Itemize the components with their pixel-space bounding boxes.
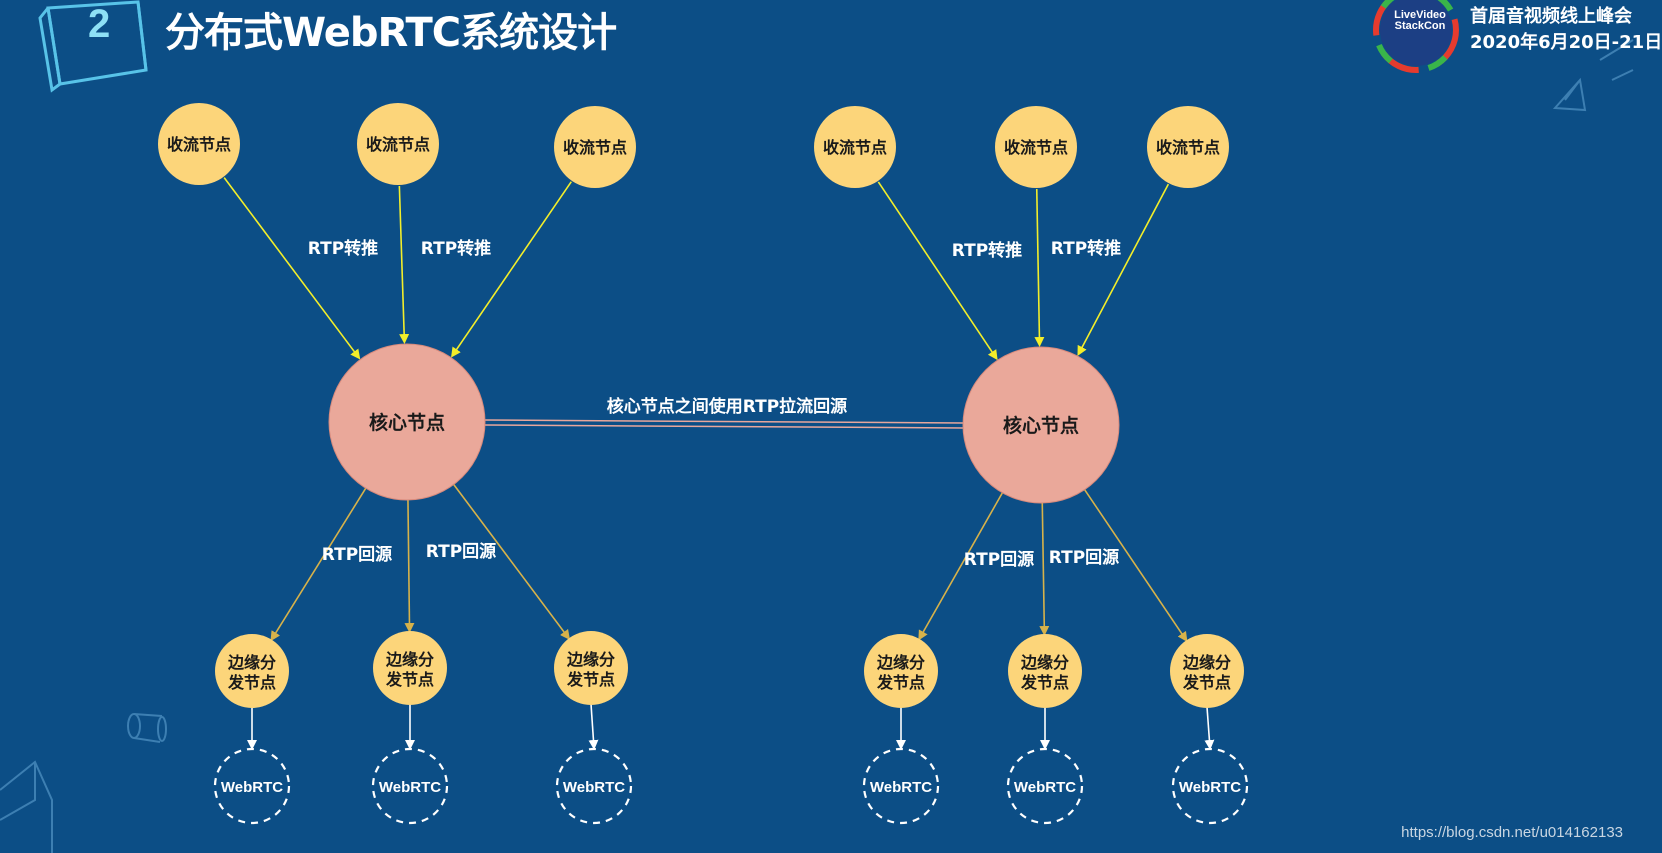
rtp-origin-label: RTP回源 bbox=[426, 541, 496, 562]
rtp-forward-label: RTP转推 bbox=[308, 238, 378, 259]
ingest-node-label: 收流节点 bbox=[1156, 138, 1220, 157]
webrtc-client-label: WebRTC bbox=[221, 779, 283, 796]
conference-logo-text: LiveVideo StackCon bbox=[1382, 10, 1458, 32]
ingest-node bbox=[995, 106, 1077, 188]
edge-node-label-line1: 边缘分 bbox=[566, 650, 615, 669]
edge-node bbox=[864, 634, 938, 708]
ingest-node-label: 收流节点 bbox=[563, 138, 627, 157]
conference-info: 首届音视频线上峰会 2020年6月20日-21日 bbox=[1470, 4, 1662, 56]
rtp-origin-arrow bbox=[270, 487, 367, 642]
core-link-line bbox=[483, 419, 965, 424]
edge-node-label-line2: 发节点 bbox=[385, 670, 434, 689]
number-badge-icon bbox=[38, 0, 148, 93]
rtp-forward-arrow bbox=[451, 181, 572, 358]
ingest-node-label: 收流节点 bbox=[1004, 138, 1068, 157]
webrtc-client-node bbox=[555, 747, 633, 825]
ingest-node bbox=[814, 106, 896, 188]
edge-node bbox=[1008, 634, 1082, 708]
webrtc-client-node bbox=[213, 747, 291, 825]
edge-node-label-line2: 发节点 bbox=[227, 673, 276, 692]
cylinder-outline-icon bbox=[127, 713, 167, 743]
ingest-node-label: 收流节点 bbox=[167, 135, 231, 154]
rtp-origin-arrow bbox=[453, 483, 571, 640]
rtp-origin-label: RTP回源 bbox=[964, 549, 1034, 570]
edge-node bbox=[373, 631, 447, 705]
conference-name: 首届音视频线上峰会 bbox=[1470, 6, 1632, 27]
slide-number: 2 bbox=[88, 2, 111, 46]
core-node-label: 核心节点 bbox=[369, 411, 445, 434]
rtp-forward-label: RTP转推 bbox=[952, 240, 1022, 261]
ingest-node-label: 收流节点 bbox=[823, 138, 887, 157]
logo-line-2: StackCon bbox=[1394, 20, 1446, 32]
edge-node-label-line1: 边缘分 bbox=[1182, 653, 1231, 672]
webrtc-client-node bbox=[862, 747, 940, 825]
rtp-forward-arrow bbox=[877, 181, 998, 361]
webrtc-client-node bbox=[371, 747, 449, 825]
core-node-label: 核心节点 bbox=[1003, 414, 1079, 437]
rtp-forward-arrow bbox=[1077, 183, 1170, 357]
webrtc-client-label: WebRTC bbox=[870, 779, 932, 796]
rtp-origin-label: RTP回源 bbox=[322, 544, 392, 565]
rtp-forward-arrow bbox=[1034, 188, 1045, 348]
core-link-label: 核心节点之间使用RTP拉流回源 bbox=[607, 396, 847, 417]
edge-node-label-line1: 边缘分 bbox=[227, 653, 276, 672]
ingest-node bbox=[1147, 106, 1229, 188]
rtp-origin-arrow bbox=[1039, 502, 1050, 637]
webrtc-client-node bbox=[1171, 747, 1249, 825]
edge-node-label-line2: 发节点 bbox=[1020, 673, 1069, 692]
source-watermark: https://blog.csdn.net/u014162133 bbox=[1401, 824, 1623, 841]
edge-node-label-line2: 发节点 bbox=[876, 673, 925, 692]
slide-title: 分布式WebRTC系统设计 bbox=[165, 10, 617, 56]
cube-outline-icon bbox=[0, 760, 53, 853]
edge-node-label-line1: 边缘分 bbox=[1020, 653, 1069, 672]
edge-node-label-line2: 发节点 bbox=[1182, 673, 1231, 692]
core-node bbox=[328, 343, 486, 501]
edge-node-label-line1: 边缘分 bbox=[876, 653, 925, 672]
conference-date: 2020年6月20日-21日 bbox=[1470, 32, 1662, 53]
webrtc-client-label: WebRTC bbox=[563, 779, 625, 796]
rtp-forward-arrow bbox=[398, 185, 410, 345]
webrtc-client-label: WebRTC bbox=[1179, 779, 1241, 796]
webrtc-client-label: WebRTC bbox=[379, 779, 441, 796]
logo-line-1: LiveVideo bbox=[1394, 9, 1446, 21]
pyramid-outline-icon bbox=[1552, 39, 1634, 112]
ingest-node bbox=[554, 106, 636, 188]
core-node bbox=[962, 346, 1120, 504]
edge-node bbox=[215, 634, 289, 708]
webrtc-client-node bbox=[1006, 747, 1084, 825]
rtp-forward-label: RTP转推 bbox=[421, 238, 491, 259]
edge-node-label-line2: 发节点 bbox=[566, 670, 615, 689]
core-link-line bbox=[483, 424, 965, 429]
client-arrow bbox=[588, 703, 599, 750]
webrtc-client-label: WebRTC bbox=[1014, 779, 1076, 796]
rtp-forward-label: RTP转推 bbox=[1051, 238, 1121, 259]
rtp-origin-arrow bbox=[404, 499, 415, 634]
ingest-node bbox=[357, 103, 439, 185]
client-arrow bbox=[1204, 706, 1215, 750]
rtp-origin-arrow bbox=[1083, 489, 1188, 642]
conference-logo-icon bbox=[1373, 0, 1459, 73]
rtp-forward-arrow bbox=[223, 177, 361, 360]
ingest-node-label: 收流节点 bbox=[366, 135, 430, 154]
edge-node bbox=[554, 631, 628, 705]
ingest-node bbox=[158, 103, 240, 185]
rtp-origin-label: RTP回源 bbox=[1049, 547, 1119, 568]
edge-node-label-line1: 边缘分 bbox=[385, 650, 434, 669]
edge-node bbox=[1170, 634, 1244, 708]
rtp-origin-arrow bbox=[918, 492, 1004, 641]
